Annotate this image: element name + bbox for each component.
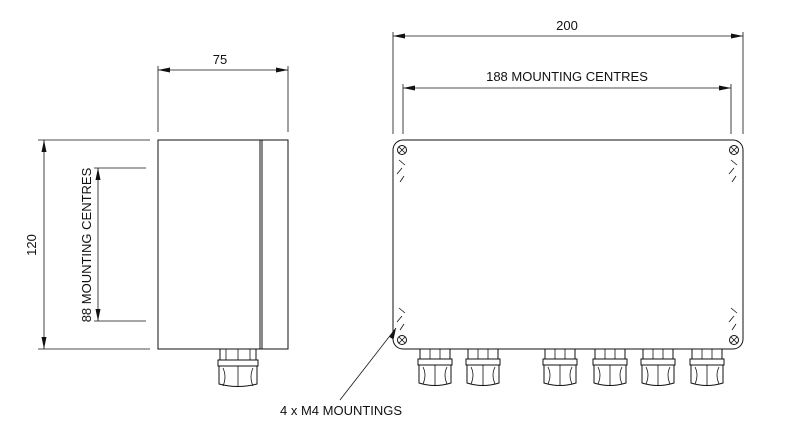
mounting-hole-top-right (728, 145, 739, 183)
cable-gland (640, 348, 676, 386)
mounting-hole-bottom-left (396, 307, 407, 345)
mountings-leader-line (339, 327, 397, 401)
front-mount-arrow-right (719, 85, 731, 91)
side-height-arrow-bottom (41, 337, 47, 349)
cable-gland (689, 348, 725, 386)
side-gland (217, 348, 259, 387)
front-mount-label: 188 MOUNTING CENTRES (486, 69, 648, 84)
side-view-body (157, 139, 289, 350)
cable-gland (592, 348, 628, 386)
mountings-label: 4 x M4 MOUNTINGS (280, 403, 402, 418)
mounting-hole-top-left (396, 145, 407, 183)
side-mount-arrow-top (95, 168, 101, 180)
side-mount-label: 88 MOUNTING CENTRES (79, 167, 94, 322)
cable-gland (542, 348, 578, 386)
front-view-body (392, 139, 744, 350)
front-width-arrow-left (393, 33, 405, 39)
side-mount-arrow-bottom (95, 309, 101, 321)
side-width-label: 75 (213, 52, 227, 67)
mounting-hole-bottom-right (728, 307, 739, 345)
front-view: 200 188 MOUNTING CENTRES (280, 18, 744, 418)
front-width-arrow-right (731, 33, 743, 39)
side-height-arrow-top (41, 140, 47, 152)
side-height-label: 120 (24, 234, 39, 256)
front-mount-arrow-left (403, 85, 415, 91)
cable-gland (417, 348, 453, 386)
mountings-leader-arrow (389, 328, 396, 340)
cable-gland (465, 348, 501, 386)
side-view: 75 120 88 MOUNTING CENTRES (24, 52, 289, 387)
front-width-label: 200 (556, 18, 578, 33)
front-glands (417, 348, 725, 386)
side-width-arrow-left (158, 67, 170, 73)
side-width-arrow-right (276, 67, 288, 73)
